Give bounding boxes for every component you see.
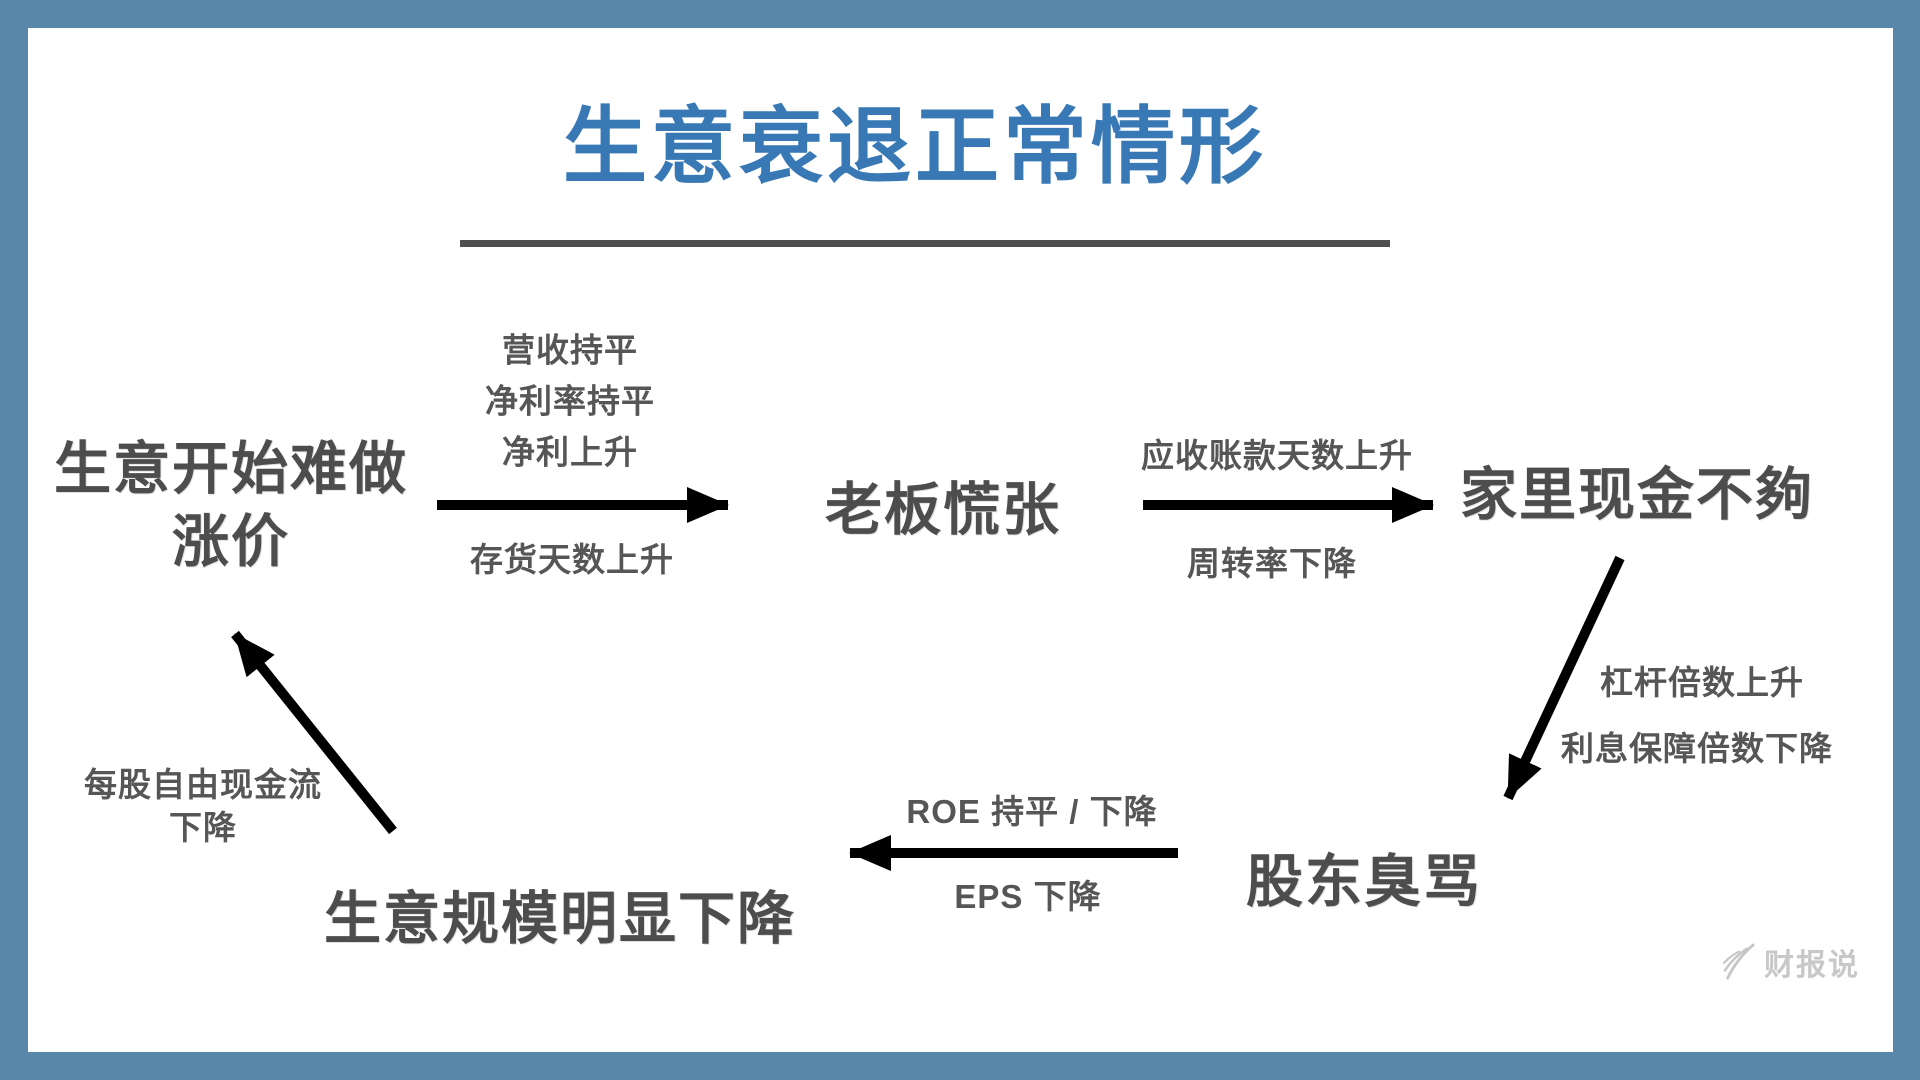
label-revenue-flat: 营收持平 <box>502 331 638 369</box>
label-interest-coverage-down: 利息保障倍数下降 <box>1561 730 1833 767</box>
node-business-gets-hard: 生意开始难做 涨价 <box>54 433 408 579</box>
edge1-labels-above: 营收持平 净利率持平 净利上升 <box>485 325 655 478</box>
node-business-scale-down: 生意规模明显下降 <box>324 887 796 951</box>
watermark: 财报说 <box>1722 940 1860 984</box>
label-leverage-up: 杠杆倍数上升 <box>1600 664 1804 701</box>
label-net-margin-flat: 净利率持平 <box>485 382 655 420</box>
label-roe-flat-down: ROE 持平 / 下降 <box>906 793 1158 830</box>
label-fcf-down: 下降 <box>169 809 237 846</box>
slide-canvas <box>28 28 1893 1052</box>
node-boss-panics: 老板慌张 <box>825 478 1061 542</box>
label-fcf-per-share: 每股自由现金流 <box>84 766 322 803</box>
label-eps-down: EPS 下降 <box>954 878 1102 915</box>
feather-icon <box>1722 943 1755 980</box>
label-inventory-days-up: 存货天数上升 <box>470 541 674 578</box>
watermark-text: 财报说 <box>1764 949 1860 982</box>
label-net-profit-up: 净利上升 <box>502 433 638 471</box>
label-turnover-down: 周转率下降 <box>1187 545 1357 582</box>
node-business-gets-hard-line2: 涨价 <box>172 510 290 574</box>
node-shareholders-scold: 股东臭骂 <box>1246 850 1482 914</box>
page-title: 生意衰退正常情形 <box>562 99 1268 194</box>
node-cash-not-enough: 家里现金不夠 <box>1460 463 1814 527</box>
node-business-gets-hard-line1: 生意开始难做 <box>54 437 408 501</box>
title-divider <box>460 240 1390 247</box>
edge5-labels: 每股自由现金流 下降 <box>84 763 322 849</box>
label-receivable-days-up: 应收账款天数上升 <box>1141 437 1413 474</box>
